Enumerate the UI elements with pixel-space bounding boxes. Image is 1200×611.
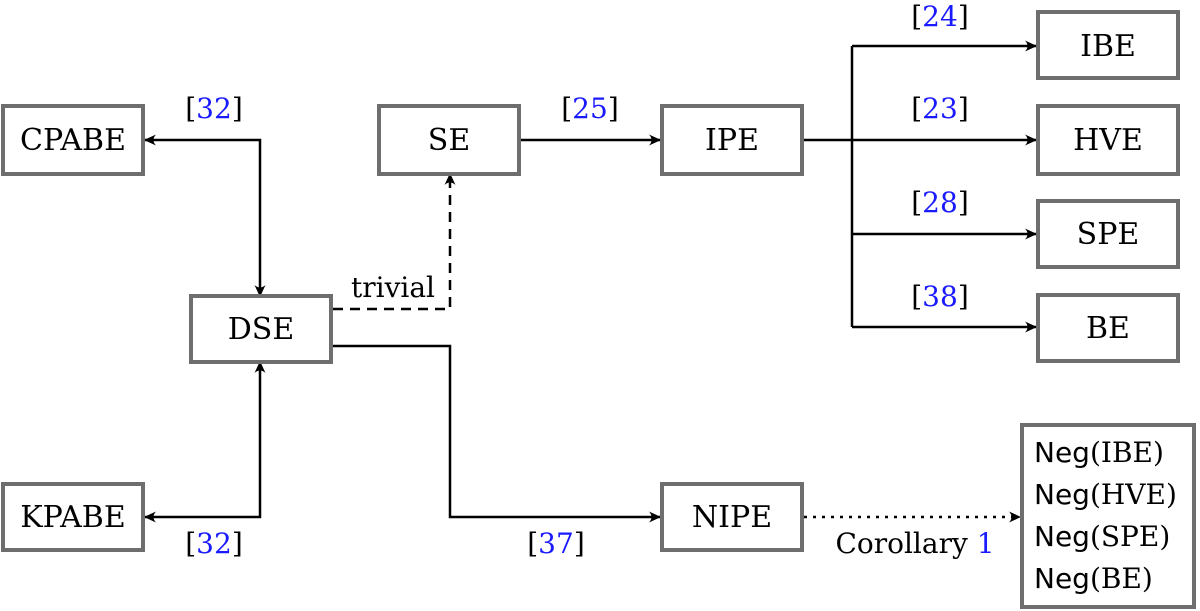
citation-ref[interactable]: 32 bbox=[196, 92, 232, 125]
node-hve: HVE bbox=[1036, 104, 1180, 176]
citation-ipe-spe[interactable]: [28] bbox=[911, 186, 969, 219]
citation-ref[interactable]: 38 bbox=[922, 280, 958, 313]
node-ibe: IBE bbox=[1036, 10, 1180, 80]
neg-item-hve: Neg(HVE) bbox=[1034, 478, 1177, 511]
node-spe-label: SPE bbox=[1077, 217, 1140, 252]
node-hve-label: HVE bbox=[1073, 123, 1143, 158]
neg-item-ibe: Neg(IBE) bbox=[1034, 436, 1164, 469]
edge-kpabe-dse bbox=[144, 361, 266, 523]
node-neg-box: Neg(IBE) Neg(HVE) Neg(SPE) Neg(BE) bbox=[1020, 423, 1196, 609]
node-kpabe-label: KPABE bbox=[20, 500, 125, 535]
neg-item-spe: Neg(SPE) bbox=[1034, 520, 1170, 553]
neg-fn: Neg bbox=[1034, 562, 1090, 595]
node-spe: SPE bbox=[1036, 199, 1180, 269]
neg-arg: (BE) bbox=[1090, 562, 1153, 595]
citation-ref[interactable]: 25 bbox=[572, 92, 608, 125]
label-corollary: Corollary 1 bbox=[835, 527, 994, 560]
citation-ipe-be[interactable]: [38] bbox=[911, 280, 969, 313]
citation-ipe-ibe[interactable]: [24] bbox=[911, 0, 969, 33]
label-trivial: trivial bbox=[351, 271, 435, 304]
node-ipe-label: IPE bbox=[705, 123, 759, 158]
node-ibe-label: IBE bbox=[1080, 29, 1136, 64]
node-be-label: BE bbox=[1086, 311, 1130, 346]
neg-fn: Neg bbox=[1034, 478, 1090, 511]
node-kpabe: KPABE bbox=[1, 482, 145, 552]
citation-ref[interactable]: 28 bbox=[922, 186, 958, 219]
node-cpabe: CPABE bbox=[1, 104, 145, 176]
corollary-text: Corollary bbox=[835, 527, 968, 560]
corollary-ref[interactable]: 1 bbox=[977, 527, 995, 560]
node-nipe-label: NIPE bbox=[692, 500, 772, 535]
neg-arg: (IBE) bbox=[1090, 436, 1164, 469]
neg-arg: (HVE) bbox=[1090, 478, 1177, 511]
citation-kpabe-dse[interactable]: [32] bbox=[185, 527, 243, 560]
citation-dse-nipe[interactable]: [37] bbox=[527, 527, 585, 560]
citation-cpabe-dse[interactable]: [32] bbox=[185, 92, 243, 125]
node-nipe: NIPE bbox=[660, 482, 804, 552]
node-be: BE bbox=[1036, 293, 1180, 363]
edge-cpabe-dse bbox=[144, 134, 266, 297]
neg-fn: Neg bbox=[1034, 520, 1090, 553]
node-cpabe-label: CPABE bbox=[20, 123, 126, 158]
node-se-label: SE bbox=[428, 123, 470, 158]
citation-ipe-hve[interactable]: [23] bbox=[911, 92, 969, 125]
node-dse: DSE bbox=[189, 294, 333, 364]
citation-ref[interactable]: 24 bbox=[922, 0, 958, 33]
node-ipe: IPE bbox=[660, 104, 804, 176]
edge-dse-nipe bbox=[333, 344, 661, 523]
citation-ref[interactable]: 32 bbox=[196, 527, 232, 560]
neg-item-be: Neg(BE) bbox=[1034, 562, 1153, 595]
node-se: SE bbox=[377, 104, 521, 176]
citation-ref[interactable]: 37 bbox=[538, 527, 574, 560]
neg-fn: Neg bbox=[1034, 436, 1090, 469]
citation-se-ipe[interactable]: [25] bbox=[561, 92, 619, 125]
node-dse-label: DSE bbox=[228, 312, 295, 347]
citation-ref[interactable]: 23 bbox=[922, 92, 958, 125]
edge-dse-se-trivial bbox=[333, 173, 456, 311]
neg-arg: (SPE) bbox=[1090, 520, 1170, 553]
